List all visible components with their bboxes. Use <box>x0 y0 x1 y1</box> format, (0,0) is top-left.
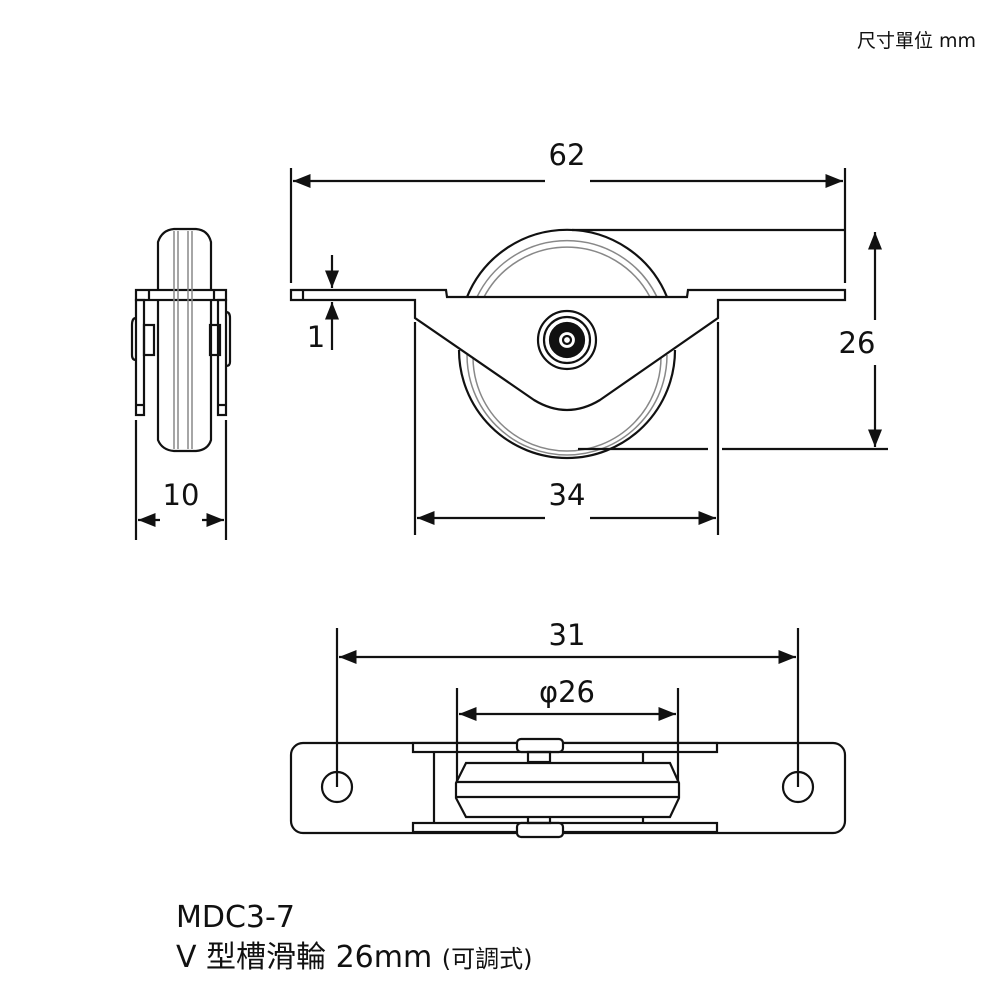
product-name: V 型槽滑輪 26mm <box>176 940 433 975</box>
dim-26-label: 26 <box>839 326 876 360</box>
front-view <box>289 168 888 535</box>
dim-10-label: 10 <box>163 478 200 512</box>
dim-34-label: 34 <box>549 478 586 512</box>
dim-62-label: 62 <box>549 138 586 172</box>
side-view <box>130 227 232 540</box>
top-view <box>289 628 847 839</box>
product-model: MDC3-7 <box>176 900 295 935</box>
product-note: (可調式) <box>441 945 533 973</box>
dim-1-label: 1 <box>307 320 325 354</box>
unit-note: 尺寸單位 mm <box>856 30 976 52</box>
dim-phi26-label: φ26 <box>539 675 595 709</box>
dim-31-label: 31 <box>549 618 586 652</box>
product-caption: MDC3-7 V 型槽滑輪 26mm (可調式) <box>176 898 533 979</box>
